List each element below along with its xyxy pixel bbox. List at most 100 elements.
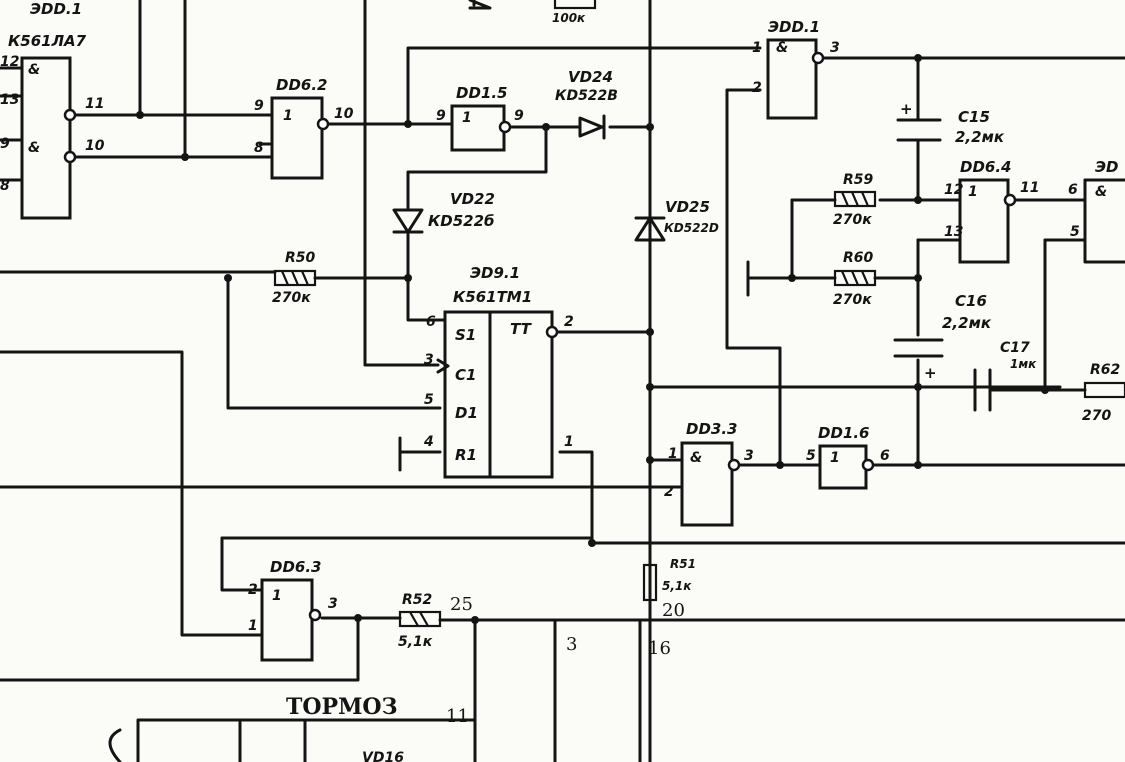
and-symbol: & bbox=[28, 62, 40, 78]
label-r60-value: 270к bbox=[833, 292, 872, 308]
and-symbol: & bbox=[690, 450, 702, 466]
bottom-labels: 3 16 ТОРМОЗ 11 VD16 bbox=[286, 634, 671, 762]
label-dd-partial: ЭD bbox=[1095, 158, 1118, 176]
right-edge-fragment: ЭD 6 & 5 bbox=[1068, 158, 1118, 240]
diode-vd25: VD25 КD522D bbox=[634, 198, 719, 242]
pin-10: 10 bbox=[85, 138, 105, 154]
pin-6: 6 bbox=[880, 448, 890, 464]
gate-1: 1 bbox=[968, 184, 978, 200]
label-r59: R59 bbox=[843, 172, 874, 188]
node-11: 11 bbox=[446, 706, 469, 727]
pin-13: 13 bbox=[944, 224, 963, 240]
pin-d1: D1 bbox=[455, 404, 478, 422]
pin-3: 3 bbox=[424, 352, 434, 368]
label-kd522b: КD522б bbox=[428, 212, 495, 230]
label-dd8-1: ЭDD.1 bbox=[768, 18, 820, 36]
pin-2: 2 bbox=[752, 80, 762, 96]
chip-dd1-5: DD1.5 1 9 9 bbox=[436, 84, 524, 152]
label-tormoz: ТОРМОЗ bbox=[286, 694, 397, 720]
pin-6: 6 bbox=[426, 314, 436, 330]
chip-dd3-3: DD3.3 & 1 2 3 bbox=[664, 420, 754, 527]
pin-4: 4 bbox=[423, 434, 434, 450]
pin-3: 3 bbox=[830, 40, 840, 56]
resistor-r52: R52 5,1к 25 bbox=[398, 592, 473, 650]
pin-6: 6 bbox=[1068, 182, 1078, 198]
chip-dd9-1-k561tm1: ЭD9.1 К561ТМ1 S1 C1 D1 R1 TT 6 3 5 4 2 1 bbox=[423, 264, 574, 479]
node-3: 3 bbox=[566, 634, 577, 655]
resistor-r50: R50 270к bbox=[272, 250, 317, 306]
pin-12: 12 bbox=[944, 182, 963, 198]
label-k561tm1: К561ТМ1 bbox=[453, 288, 532, 306]
pin-10: 10 bbox=[334, 106, 354, 122]
label-c15-value: 2,2мк bbox=[955, 128, 1005, 146]
label-dd1-5: DD1.5 bbox=[456, 84, 507, 102]
label-dd6-2: DD6.2 bbox=[276, 76, 327, 94]
pin-tt: TT bbox=[510, 320, 533, 338]
label-vd24: VD24 bbox=[568, 68, 613, 86]
label-c17: C17 bbox=[1000, 340, 1030, 356]
label-dd3-3: DD3.3 bbox=[686, 420, 737, 438]
pin-8: 8 bbox=[254, 140, 264, 156]
pin-13: 13 bbox=[0, 92, 19, 108]
pin-2: 2 bbox=[248, 582, 258, 598]
label-vd16: VD16 bbox=[362, 750, 404, 762]
label-c16: C16 bbox=[955, 292, 987, 310]
capacitor-c15: + C15 2,2мк bbox=[896, 100, 1005, 146]
label-r52: R52 bbox=[402, 592, 432, 608]
label-dd9-1: ЭD9.1 bbox=[470, 264, 520, 282]
resistor-r60: R60 270к bbox=[833, 250, 877, 308]
pin-2: 2 bbox=[564, 314, 574, 330]
label-vd25: VD25 bbox=[665, 198, 710, 216]
label-r62: R62 bbox=[1090, 362, 1120, 378]
label-r49: 100к bbox=[552, 11, 586, 25]
chip-dd6-3: DD6.3 1 2 1 3 bbox=[248, 558, 338, 662]
pin-5: 5 bbox=[1070, 224, 1080, 240]
gate-1: 1 bbox=[272, 588, 282, 604]
chip-dd6-2: DD6.2 1 9 8 10 bbox=[254, 76, 354, 180]
top-fragment: 100к bbox=[468, 0, 597, 25]
node-16: 16 bbox=[648, 638, 671, 659]
capacitor-c16: + C16 2,2мк bbox=[893, 292, 992, 382]
pin-9: 9 bbox=[436, 108, 446, 124]
pin-2: 2 bbox=[664, 484, 674, 500]
chip-dd1-6: DD1.6 1 5 6 bbox=[806, 424, 890, 490]
pin-9: 9 bbox=[254, 98, 264, 114]
pin-3: 3 bbox=[744, 448, 754, 464]
label-r50-value: 270к bbox=[272, 290, 311, 306]
label-r51-value: 5,1к bbox=[662, 579, 692, 593]
node-25: 25 bbox=[450, 594, 473, 615]
label-r59-value: 270к bbox=[833, 212, 872, 228]
label-vd22: VD22 bbox=[450, 190, 495, 208]
label-r50: R50 bbox=[285, 250, 316, 266]
label-r60: R60 bbox=[843, 250, 874, 266]
plus-sign: + bbox=[900, 100, 913, 118]
label-c16-value: 2,2мк bbox=[942, 314, 992, 332]
and-symbol: & bbox=[776, 40, 788, 56]
pin-11: 11 bbox=[85, 96, 104, 112]
and-symbol: & bbox=[28, 140, 40, 156]
label-c15: C15 bbox=[958, 108, 990, 126]
pin-1: 1 bbox=[248, 618, 258, 634]
chip-dd6-4: DD6.4 1 12 13 11 bbox=[944, 158, 1039, 264]
gate-1: 1 bbox=[462, 110, 472, 126]
plus-sign: + bbox=[924, 364, 937, 382]
pin-r1: R1 bbox=[455, 446, 477, 464]
label-dd1-6: DD1.6 bbox=[818, 424, 869, 442]
pin-3: 3 bbox=[328, 596, 338, 612]
label-dd6-3: DD6.3 bbox=[270, 558, 321, 576]
pin-5: 5 bbox=[806, 448, 816, 464]
resistor-r51: R51 5,1к 20 bbox=[642, 557, 696, 621]
junction-dots bbox=[136, 54, 1049, 624]
label-dd6-4: DD6.4 bbox=[960, 158, 1011, 176]
gate-1: 1 bbox=[830, 450, 840, 466]
node-20: 20 bbox=[662, 600, 685, 621]
and-symbol: & bbox=[1095, 184, 1107, 200]
label-r62-value: 270 bbox=[1082, 408, 1111, 424]
capacitor-c17: C17 1мк bbox=[973, 340, 1037, 412]
resistor-r59: R59 270к bbox=[833, 172, 877, 228]
label-k561la7: К561ЛА7 bbox=[8, 32, 87, 50]
label-kd522b: КD522В bbox=[555, 88, 618, 104]
pin-1: 1 bbox=[668, 446, 678, 462]
